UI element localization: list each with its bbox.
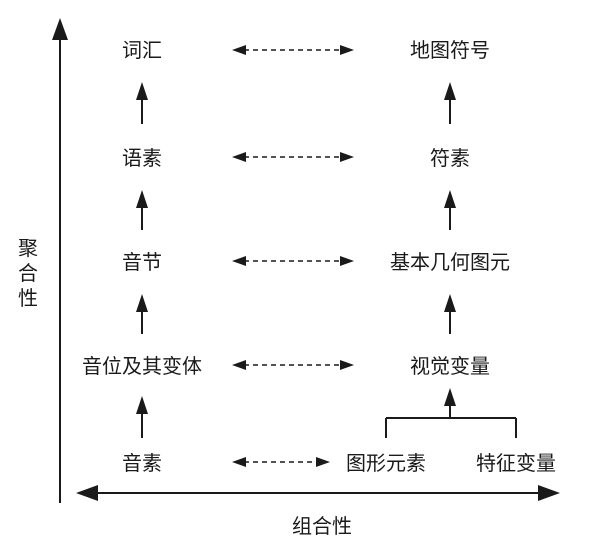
vertical-axis-label-char-2: 合 bbox=[18, 261, 38, 285]
vertical-axis bbox=[52, 18, 68, 503]
dashed-link-level-4 bbox=[232, 152, 354, 162]
left-up-arrow-4 bbox=[136, 82, 148, 124]
horizontal-axis-label: 组合性 bbox=[292, 514, 352, 538]
right-node-feature-variable: 特征变量 bbox=[476, 451, 556, 475]
horizontal-axis-left-arrowhead bbox=[76, 485, 98, 501]
vertical-axis-arrowhead bbox=[52, 18, 68, 40]
horizontal-axis-right-arrowhead bbox=[538, 485, 560, 501]
horizontal-axis bbox=[76, 485, 560, 501]
dashed-link-level-2 bbox=[232, 360, 354, 370]
left-node-syllable: 音节 bbox=[122, 250, 162, 274]
left-node-phone: 音素 bbox=[122, 451, 162, 475]
right-up-arrow-3 bbox=[444, 190, 456, 230]
right-up-arrow-2 bbox=[444, 294, 456, 334]
right-node-graphic-element: 图形元素 bbox=[346, 451, 426, 475]
right-node-visual-variable: 视觉变量 bbox=[410, 354, 490, 378]
right-node-map-symbol: 地图符号 bbox=[410, 38, 490, 62]
left-node-phoneme-variants: 音位及其变体 bbox=[82, 354, 202, 378]
right-up-arrow-4 bbox=[444, 82, 456, 124]
left-up-arrow-2 bbox=[136, 294, 148, 334]
right-node-basic-geometric-primitive: 基本几何图元 bbox=[390, 250, 510, 274]
right-node-symbol-element: 符素 bbox=[430, 146, 470, 170]
left-up-arrow-3 bbox=[136, 190, 148, 230]
vertical-axis-label: 聚 合 性 bbox=[18, 236, 38, 310]
dashed-link-level-1 bbox=[232, 457, 330, 467]
vertical-axis-label-char-1: 聚 bbox=[18, 236, 38, 260]
dashed-link-level-3 bbox=[232, 256, 354, 266]
right-up-arrow-bracket bbox=[385, 388, 517, 438]
vertical-axis-label-char-3: 性 bbox=[18, 286, 38, 310]
left-up-arrow-1 bbox=[136, 396, 148, 438]
dashed-link-level-5 bbox=[232, 45, 354, 55]
left-node-vocabulary: 词汇 bbox=[122, 38, 162, 62]
left-node-morpheme: 语素 bbox=[122, 146, 162, 170]
